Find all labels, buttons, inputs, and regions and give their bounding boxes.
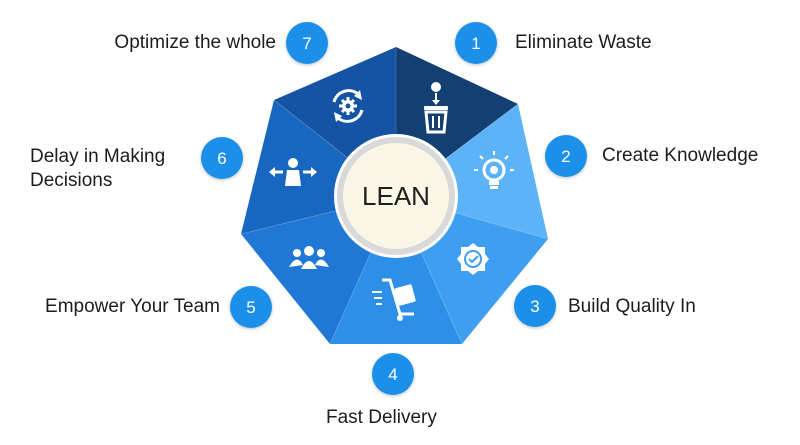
quality-badge-icon (457, 243, 489, 275)
principle-2-label: Create Knowledge (602, 145, 759, 166)
badge-1: 1 (455, 22, 497, 64)
badge-2-number: 2 (561, 147, 570, 166)
badge-5: 5 (230, 286, 272, 328)
center-circle (337, 137, 455, 255)
badge-6-number: 6 (217, 149, 226, 168)
center-title: LEAN (362, 181, 430, 211)
principle-6-label-line2: Decisions (30, 170, 113, 191)
badge-3-number: 3 (530, 297, 539, 316)
decision-arrows-icon (269, 158, 317, 186)
optimize-cycle-icon (332, 89, 364, 123)
segment-4 (330, 196, 462, 344)
principle-1-label: Eliminate Waste (515, 32, 652, 53)
badge-3: 3 (514, 285, 556, 327)
trash-icon (424, 82, 448, 134)
badge-1-number: 1 (471, 34, 480, 53)
lightbulb-icon (474, 151, 514, 189)
badge-7-number: 7 (302, 34, 311, 53)
badge-6: 6 (201, 137, 243, 179)
badge-4: 4 (372, 353, 414, 395)
principle-6-label-line1: Delay in Making (30, 146, 166, 167)
principle-7-label: Optimize the whole (114, 32, 276, 53)
badge-5-number: 5 (246, 298, 255, 317)
badge-7: 7 (286, 22, 328, 64)
principle-5-label: Empower Your Team (45, 296, 220, 317)
delivery-trolley-icon (372, 278, 416, 321)
team-icon (289, 246, 329, 269)
principle-6-label: Delay in Making Decisions (30, 145, 165, 193)
badge-2: 2 (545, 135, 587, 177)
principle-4-label: Fast Delivery (326, 407, 437, 428)
badge-4-number: 4 (388, 365, 397, 384)
principle-3-label: Build Quality In (568, 296, 696, 317)
